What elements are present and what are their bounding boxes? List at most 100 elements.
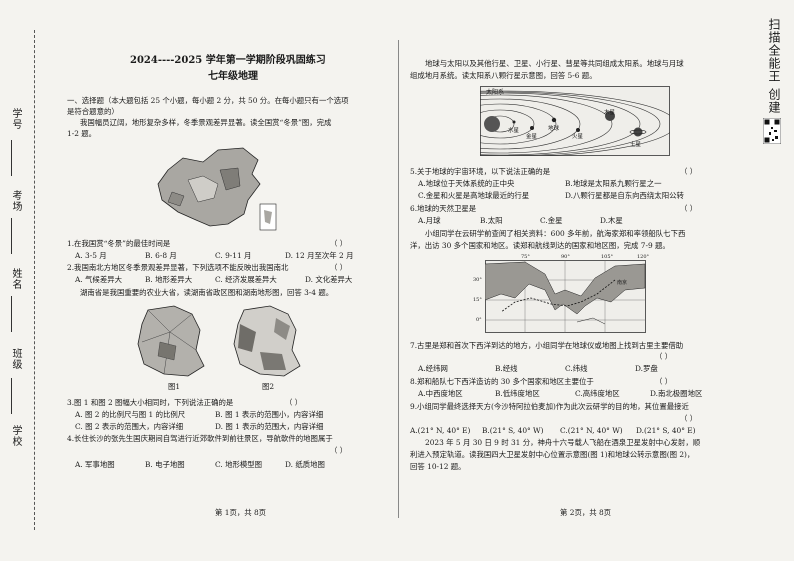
name-line (11, 296, 12, 332)
q8-answer-paren[interactable]: （ ） (655, 377, 673, 386)
q6-option-c[interactable]: C.金星 (540, 216, 563, 225)
q9-option-a[interactable]: A.(21° N, 40° E) (410, 426, 471, 435)
question-9: 9.小组同学最终选择天方(今沙特阿拉伯麦加)作为此次云研学的目的地，其位置最接近 (410, 402, 689, 411)
fig1-caption: 图1 (168, 382, 181, 391)
map-tick-15: 15° (473, 297, 482, 303)
q3-option-b[interactable]: B. 图 1 表示的范围小，内容详细 (215, 410, 324, 419)
planet-label-mars: 火星 (572, 134, 584, 140)
q3-option-c[interactable]: C. 图 2 表示的范围大，内容详细 (75, 422, 184, 431)
q1-option-c[interactable]: C. 9-11 月 (215, 251, 252, 260)
q7-9-intro: 小组同学在云研学前查阅了相关资料：600 多年前，航海家郑和率领船队七下西 (425, 229, 686, 238)
q2-option-a[interactable]: A. 气候差异大 (75, 275, 122, 284)
exam-title: 2024----2025 学年第一学期阶段巩固练习 (130, 55, 326, 66)
q2-option-c[interactable]: C. 经济发展差异大 (215, 275, 277, 284)
planet-label-venus: 金星 (526, 134, 538, 140)
class-line (11, 378, 12, 414)
fig2-caption: 图2 (262, 382, 275, 391)
q1-option-a[interactable]: A. 3-5 月 (75, 251, 107, 260)
question-5: 5.关于地球的宇宙环境，以下说法正确的是 (410, 167, 551, 176)
q8-option-c[interactable]: C.高纬度地区 (575, 389, 620, 398)
q6-option-b[interactable]: B.太阳 (480, 216, 503, 225)
q6-answer-paren[interactable]: （ ） (680, 204, 698, 213)
class-label: 班级 (10, 348, 21, 370)
question-7: 7.古里是郑和首次下西洋到达的地方，小组同学在地球仪或地图上找到古里主要借助 (410, 341, 684, 350)
planet-label-saturn: 土星 (630, 142, 642, 148)
q3-4-intro: 湖南省是我国重要的农业大省，读湖南省政区图和湖南地形图，回答 3-4 题。 (80, 288, 334, 297)
q3-option-a[interactable]: A. 图 2 的比例尺与图 1 的比例尺 (75, 410, 186, 419)
q7-option-d[interactable]: D.罗盘 (635, 364, 658, 373)
scanner-watermark: 扫描全能王 创建 (767, 18, 781, 114)
q5-answer-paren[interactable]: （ ） (680, 167, 698, 176)
q8-option-d[interactable]: D.南北极圈地区 (650, 389, 703, 398)
q5-6-intro-cont: 组成地月系统。读太阳系八颗行星示意图，回答 5-6 题。 (410, 71, 597, 80)
q7-option-c[interactable]: C.纬线 (565, 364, 588, 373)
question-6: 6.地球的天然卫星是 (410, 204, 477, 213)
solar-system-label: 太阳系 (486, 89, 505, 96)
q4-answer-paren[interactable]: （ ） (330, 446, 348, 455)
page2-footer: 第 2页，共 8页 (560, 508, 612, 517)
q9-option-b[interactable]: B.(21° S, 40° W) (482, 426, 544, 435)
hunan-political-map (130, 302, 214, 382)
q5-6-intro: 地球与太阳以及其他行星、卫星、小行星、彗星等共同组成太阳系。地球与月球 (425, 59, 684, 68)
map-tick-0: 0° (476, 317, 482, 323)
q2-option-b[interactable]: B. 地形差异大 (145, 275, 193, 284)
q5-option-b[interactable]: B.地球是太阳系九颗行星之一 (565, 179, 662, 188)
map-tick-105: 105° (601, 254, 614, 260)
exam-room-line (11, 218, 12, 254)
q9-option-d[interactable]: D.(21° S, 40° E) (636, 426, 696, 435)
section-header-cont: 是符合题意的） (67, 107, 119, 116)
page1-footer: 第 1页，共 8页 (215, 508, 267, 517)
planet-label-mercury: 水星 (508, 128, 520, 134)
qr-code (762, 117, 782, 145)
q1-2-intro: 我国幅员辽阔，地形复杂多样，冬季景观差异显著。读全国赏“冬景”图，完成 (80, 118, 332, 127)
q6-option-d[interactable]: D.木星 (600, 216, 623, 225)
exam-subtitle: 七年级地理 (208, 71, 258, 82)
map-tick-30: 30° (473, 277, 482, 283)
q1-2-intro-cont: 1-2 题。 (67, 129, 97, 138)
map-label-nanjing: 南京 (617, 280, 628, 286)
q7-option-a[interactable]: A.经纬网 (418, 364, 448, 373)
sun-mark (484, 116, 500, 132)
q3-option-d[interactable]: D. 图 1 表示的范围大，内容详细 (215, 422, 324, 431)
q7-option-b[interactable]: B.经线 (495, 364, 518, 373)
q9-answer-paren[interactable]: （ ） (680, 414, 698, 423)
question-8: 8.郑和船队七下西洋造访的 30 多个国家和地区主要位于 (410, 377, 594, 386)
map-tick-75: 75° (521, 254, 530, 260)
student-id-line (11, 140, 12, 176)
q8-option-b[interactable]: B.低纬度地区 (495, 389, 540, 398)
q2-option-d[interactable]: D. 文化差异大 (305, 275, 353, 284)
q4-option-a[interactable]: A. 军事地图 (75, 460, 115, 469)
q1-answer-paren[interactable]: （ ） (330, 239, 348, 248)
q8-option-a[interactable]: A.中西度地区 (418, 389, 463, 398)
q10-12-intro-cont2: 回答 10-12 题。 (410, 462, 466, 471)
question-3: 3.图 1 和图 2 图幅大小相同时，下列说法正确的是 (67, 398, 234, 407)
solar-system-figure (323, 86, 677, 158)
q1-option-d[interactable]: D. 12 月至次年 2 月 (285, 251, 354, 260)
name-label: 姓名 (10, 268, 21, 290)
q2-answer-paren[interactable]: （ ） (330, 263, 348, 272)
q3-answer-paren[interactable]: （ ） (285, 398, 303, 407)
q10-12-intro: 2023 年 5 月 30 日 9 时 31 分，神舟十六号载人飞船在酒泉卫星发… (425, 438, 701, 447)
q6-option-a[interactable]: A.月球 (418, 216, 441, 225)
exam-room-label: 考场 (10, 190, 21, 212)
map-tick-120: 120° (637, 254, 650, 260)
planet-label-jupiter: 木星 (604, 110, 616, 116)
q1-option-b[interactable]: B. 6-8 月 (145, 251, 177, 260)
q5-option-a[interactable]: A.地球位于天体系统的正中央 (418, 179, 515, 188)
q9-option-c[interactable]: C.(21° N, 40° W) (560, 426, 623, 435)
q4-option-d[interactable]: D. 纸质地图 (285, 460, 325, 469)
q5-option-d[interactable]: D.八颗行星都是自东向西绕太阳公转 (565, 191, 684, 200)
planet-label-earth: 地球 (548, 126, 560, 132)
binding-line (34, 30, 35, 530)
q7-answer-paren[interactable]: （ ） (655, 352, 673, 361)
question-4: 4.长住长沙的张先生国庆期间自驾进行近郊軟件到前往景区，导航軟件的地图属于 (67, 434, 333, 443)
q7-9-intro-cont: 洋，出访 30 多个国家和地区。读郑和航线到达的国家和地区图，完成 7-9 题。 (410, 241, 670, 250)
q4-option-c[interactable]: C. 地形模型图 (215, 460, 263, 469)
zheng-he-voyage-map (484, 254, 647, 334)
q4-option-b[interactable]: B. 电子地图 (145, 460, 185, 469)
page-divider (398, 40, 399, 518)
q5-option-c[interactable]: C.金星和火星是高地球最近的行星 (418, 191, 530, 200)
school-label: 学校 (10, 425, 21, 447)
map-tick-90: 90° (561, 254, 570, 260)
section-header: 一、选择题（本大题包括 25 个小题，每小题 2 分，共 50 分。在每小题只有… (67, 96, 349, 105)
